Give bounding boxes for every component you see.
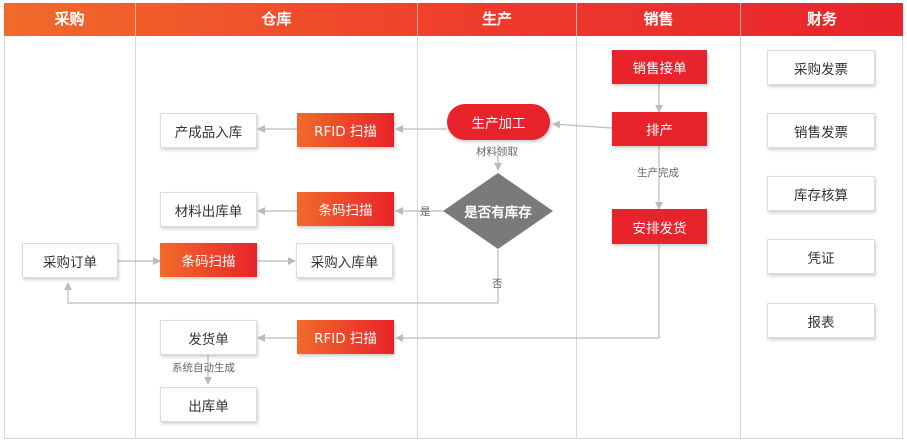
node-delivery-note[interactable]: 发货单 bbox=[160, 320, 257, 355]
node-production[interactable]: 生产加工 bbox=[447, 104, 550, 140]
label-production-done: 生产完成 bbox=[637, 167, 679, 179]
node-rfid-scan-2[interactable]: RFID 扫描 bbox=[297, 320, 394, 354]
node-report[interactable]: 报表 bbox=[767, 303, 875, 338]
node-barcode-scan-1[interactable]: 条码扫描 bbox=[297, 192, 394, 226]
lane-title-production: 生产 bbox=[481, 10, 512, 28]
node-barcode-scan-2[interactable]: 条码扫描 bbox=[160, 243, 257, 277]
lane-separator bbox=[135, 3, 136, 36]
lane-divider bbox=[417, 36, 418, 439]
lane-title-sales: 销售 bbox=[643, 10, 674, 28]
lane-separator bbox=[417, 3, 418, 36]
node-purchase-invoice[interactable]: 采购发票 bbox=[767, 50, 875, 85]
node-rfid-scan-1[interactable]: RFID 扫描 bbox=[297, 113, 394, 147]
node-inventory-accounting[interactable]: 库存核算 bbox=[767, 176, 875, 211]
lane-divider bbox=[740, 36, 741, 439]
lane-title-warehouse: 仓库 bbox=[261, 10, 292, 28]
node-purchase-order[interactable]: 采购订单 bbox=[22, 243, 118, 278]
lane-title-purchase: 采购 bbox=[54, 10, 85, 28]
lane-divider bbox=[576, 36, 577, 439]
node-arrange-shipping[interactable]: 安排发货 bbox=[612, 209, 707, 244]
node-sales-invoice[interactable]: 销售发票 bbox=[767, 113, 875, 148]
label-yes: 是 bbox=[420, 206, 431, 218]
node-in-stock-check: 是否有库存 bbox=[464, 205, 532, 221]
swimlane-frame bbox=[4, 36, 903, 439]
edge-scheduling-to-production bbox=[552, 120, 613, 129]
node-outbound-note[interactable]: 出库单 bbox=[160, 387, 257, 422]
decision-diamond[interactable] bbox=[442, 172, 554, 250]
lane-header: 采购 仓库 生产 销售 财务 bbox=[4, 3, 903, 36]
node-finished-goods-in[interactable]: 产成品入库 bbox=[160, 113, 257, 148]
edge-shipping-to-rfid bbox=[395, 245, 660, 342]
edge-check-no bbox=[64, 250, 499, 304]
node-sales-order[interactable]: 销售接单 bbox=[612, 50, 707, 84]
node-purchase-in[interactable]: 采购入库单 bbox=[296, 243, 393, 278]
lane-title-finance: 财务 bbox=[806, 10, 837, 28]
lane-separator bbox=[740, 3, 741, 36]
label-material-pick: 材料领取 bbox=[476, 146, 518, 158]
node-scheduling[interactable]: 排产 bbox=[612, 112, 707, 146]
node-voucher[interactable]: 凭证 bbox=[767, 239, 875, 274]
node-material-out[interactable]: 材料出库单 bbox=[160, 192, 257, 227]
label-no: 否 bbox=[492, 278, 503, 290]
label-auto-generate: 系统自动生成 bbox=[172, 362, 235, 374]
lane-divider bbox=[135, 36, 136, 439]
lane-separator bbox=[576, 3, 577, 36]
